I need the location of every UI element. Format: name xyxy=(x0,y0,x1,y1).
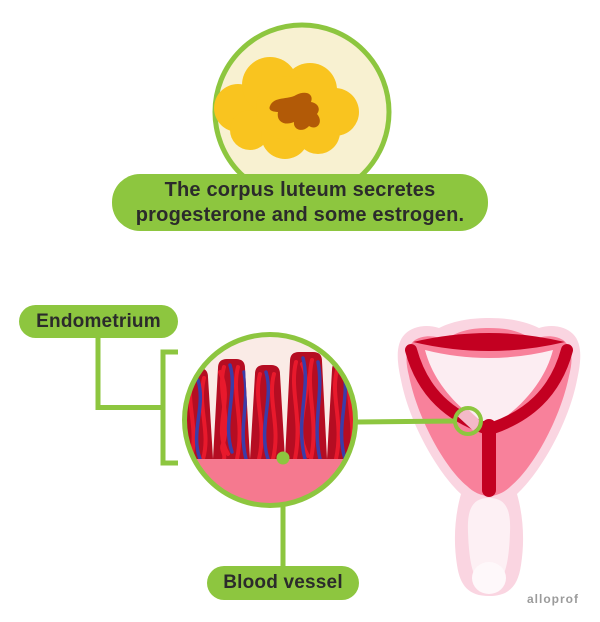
alloprof-watermark: alloprof xyxy=(527,592,579,606)
uterus-illustration xyxy=(397,318,581,596)
caption-line-2: progesterone and some estrogen. xyxy=(135,203,465,226)
endometrium-label-text: Endometrium xyxy=(36,310,161,332)
blood-vessel-label: Blood vessel xyxy=(207,566,359,600)
endometrium-bracket xyxy=(160,349,178,466)
uterus-cavity xyxy=(425,350,553,428)
blood-vessel-label-text: Blood vessel xyxy=(223,572,343,593)
magnifier-to-uterus-line xyxy=(356,418,458,425)
blood-vessel-dot xyxy=(276,451,290,465)
endometrium-pointer-line xyxy=(95,336,163,410)
magnifier-ring xyxy=(182,332,358,508)
corpus-luteum-caption: The corpus luteum secretes progesterone … xyxy=(112,174,488,231)
magnifier-circle xyxy=(182,332,358,508)
corpus-luteum-illustration xyxy=(212,22,392,202)
caption-line-1: The corpus luteum secretes xyxy=(164,178,436,201)
endometrium-label: Endometrium xyxy=(19,305,178,338)
canal-opening xyxy=(472,562,506,594)
corpus-luteum-core xyxy=(269,92,320,130)
